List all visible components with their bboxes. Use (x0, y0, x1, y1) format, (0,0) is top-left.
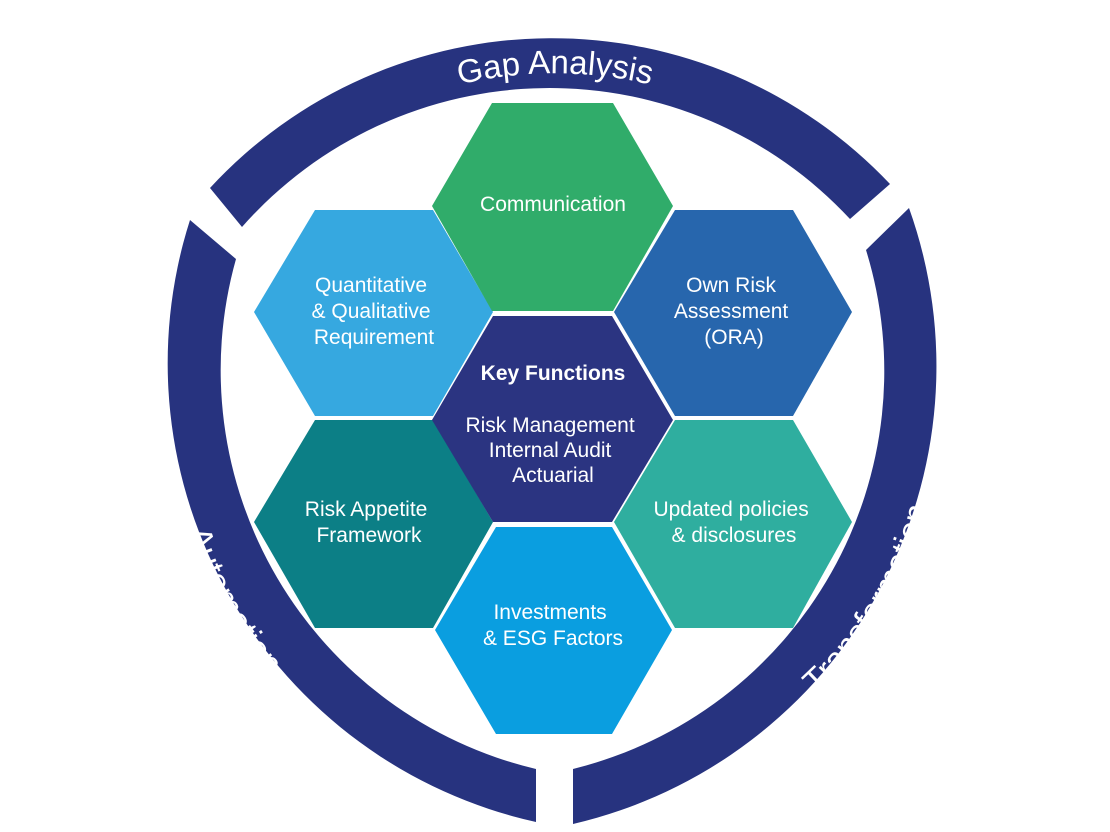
svg-text:Updated policies & discl: Updated policies & disclosures (653, 498, 814, 547)
upper-right-line-2: Assessment (674, 300, 789, 323)
center-line-1: Risk Management (465, 414, 634, 437)
lower-left-line-2: Framework (316, 524, 422, 547)
hexagon-bottom-shape (435, 527, 672, 734)
upper-right-line-3: (ORA) (704, 326, 764, 349)
hexagon-upper-left-shape (254, 210, 493, 416)
center-title: Key Functions (481, 362, 626, 385)
hexagon-lower-left-shape (254, 420, 493, 628)
lower-right-line-1: Updated policies (653, 498, 808, 521)
svg-text:Communication: Communication (480, 193, 626, 216)
center-line-3: Actuarial (512, 464, 594, 487)
hexagon-upper-left: Quantitative & Qualitative Requirement (254, 210, 493, 416)
outer-ring (167, 38, 937, 824)
svg-text:Own Risk Assessment: Own Risk Assessment (ORA) (674, 274, 794, 349)
svg-text:Investments & ESG Factor: Investments & ESG Factors (483, 601, 623, 650)
hexagon-center: Key Functions Risk Management Internal A… (432, 316, 673, 522)
svg-text:Key Functions: Key Functions (481, 362, 626, 385)
ring-segment-right (573, 208, 937, 824)
upper-left-line-1: Quantitative (315, 274, 427, 297)
ring-segment-top (210, 38, 890, 228)
hexagon-top: Communication (432, 103, 673, 311)
hexagon-bottom: Investments & ESG Factors (435, 527, 672, 734)
svg-text:Risk Appetite Framework: Risk Appetite Framework (305, 498, 433, 547)
lower-right-line-2: & disclosures (672, 524, 797, 547)
upper-right-line-1: Own Risk (686, 274, 776, 297)
hexagon-upper-right-shape (614, 210, 852, 416)
upper-left-line-3: Requirement (314, 326, 434, 349)
svg-text:Quantitative & Qualitati: Quantitative & Qualitative Requirement (312, 274, 437, 349)
hexagon-top-shape (432, 103, 673, 311)
bottom-line-1: Investments (493, 601, 606, 624)
hexagon-center-shape (432, 316, 673, 522)
svg-text:Risk Management Internal: Risk Management Internal Audit Actuarial (465, 414, 640, 487)
lower-left-line-1: Risk Appetite (305, 498, 428, 521)
hexagon-lower-right: Updated policies & disclosures (614, 420, 852, 628)
hexagon-lower-right-shape (614, 420, 852, 628)
top-line-1: Communication (480, 193, 626, 216)
center-line-2: Internal Audit (489, 439, 612, 462)
hexagon-lower-left: Risk Appetite Framework (254, 420, 493, 628)
bottom-line-2: & ESG Factors (483, 627, 623, 650)
upper-left-line-2: & Qualitative (312, 300, 431, 323)
hexagon-upper-right: Own Risk Assessment (ORA) (614, 210, 852, 416)
ring-segment-left (167, 220, 536, 822)
